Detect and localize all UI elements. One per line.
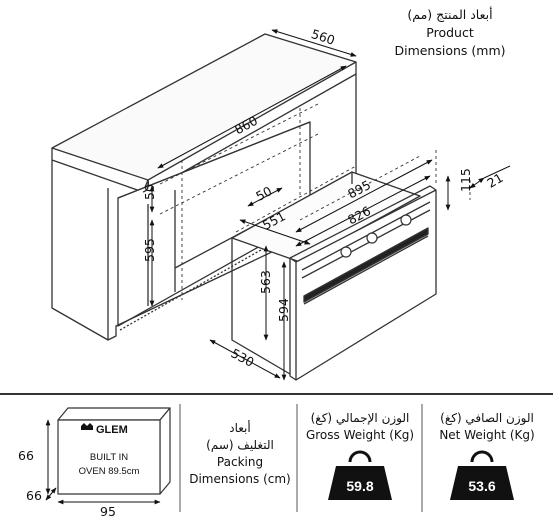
gross-weight-icon xyxy=(328,450,392,500)
dim-cabinet-width xyxy=(157,65,347,169)
product-dimensions-title-en-2: Dimensions (mm) xyxy=(394,43,506,58)
section-divider xyxy=(0,393,553,395)
packing-title-ar-1: أبعاد xyxy=(229,421,251,435)
label-cabinet-top-gap: 50 xyxy=(142,184,157,200)
net-weight-value: 53.6 xyxy=(468,478,495,494)
dim-cabinet-depth xyxy=(271,29,357,57)
packing-dimension-lines xyxy=(45,419,161,505)
packing-line1: BUILT IN xyxy=(90,452,128,463)
gross-weight-value: 59.8 xyxy=(346,478,373,494)
dim-oven-door-thickness xyxy=(469,165,511,189)
packing-brand: GLEM xyxy=(96,424,128,436)
gross-weight-title: الوزن الإجمالي (كغ) Gross Weight (Kg) xyxy=(300,410,420,444)
label-oven-front-height: 594 xyxy=(276,298,291,322)
net-weight-title: الوزن الصافي (كغ) Net Weight (Kg) xyxy=(425,410,549,444)
label-oven-side-gap: 50 xyxy=(253,183,274,204)
net-weight-title-ar: الوزن الصافي (كغ) xyxy=(440,411,534,425)
dim-oven-side-gap xyxy=(247,187,283,207)
packing-box xyxy=(57,407,171,495)
label-oven-body-height: 563 xyxy=(258,270,273,294)
label-packing-depth: 66 xyxy=(26,488,42,503)
packing-dimensions-title: أبعاد التغليف (سم) Packing Dimensions (c… xyxy=(186,420,294,488)
label-oven-door-thickness: 21 xyxy=(484,170,505,191)
product-dimensions-title: أبعاد المنتج (مم) Product Dimensions (mm… xyxy=(365,6,535,60)
label-cabinet-height: 595 xyxy=(142,238,157,262)
gross-weight-title-ar: الوزن الإجمالي (كغ) xyxy=(310,411,410,425)
packing-title-en-1: Packing xyxy=(216,455,264,469)
dim-oven-body-depth xyxy=(209,339,281,379)
dim-oven-inner-width xyxy=(295,175,431,247)
label-packing-width: 95 xyxy=(100,504,116,519)
packing-line2: OVEN 89.5cm xyxy=(79,466,140,477)
packing-title-en-2: Dimensions (cm) xyxy=(189,472,291,486)
packing-title-ar-2: التغليف (سم) xyxy=(206,438,274,452)
label-oven-body-depth: 530 xyxy=(229,345,257,369)
glem-logo-icon xyxy=(81,423,93,430)
label-packing-height: 66 xyxy=(18,448,34,463)
gross-weight-title-en: Gross Weight (Kg) xyxy=(305,428,415,442)
net-weight-icon xyxy=(450,450,514,500)
net-weight-title-en: Net Weight (Kg) xyxy=(439,428,535,442)
product-dimensions-title-ar: أبعاد المنتج (مم) xyxy=(407,7,493,22)
product-dimensions-title-en-1: Product xyxy=(426,25,474,40)
legend-separators xyxy=(179,404,423,512)
dim-oven-depth xyxy=(239,219,311,245)
label-cabinet-depth: 560 xyxy=(309,26,336,48)
label-oven-door-height: 115 xyxy=(458,168,473,192)
